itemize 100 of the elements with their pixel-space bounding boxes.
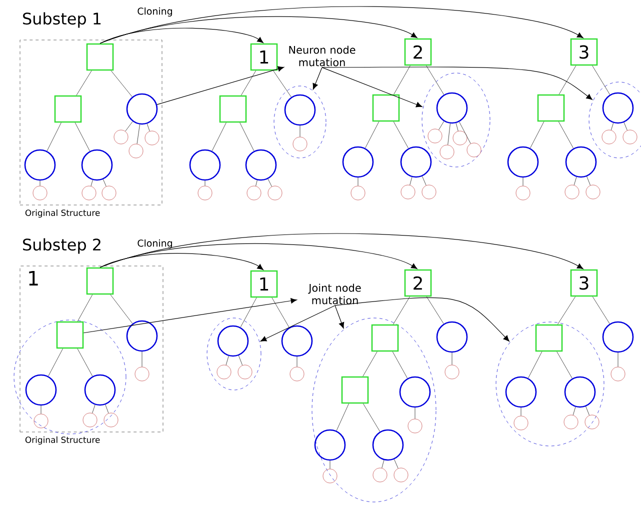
tree-line [256,180,258,186]
tree-line [240,122,254,152]
small-circle-node [466,142,482,158]
numbered-square: 3 [570,269,598,297]
circle-node [565,146,597,178]
tree-line [592,65,610,95]
tree-line [102,179,106,187]
tree-line [46,122,62,152]
small-circle-node [564,414,578,430]
tree-line [586,406,590,416]
circle-node [436,321,468,353]
tree-line [364,121,380,148]
circle-node [505,376,537,408]
tree-line [394,459,398,469]
tree-line [40,405,42,414]
small-circle-node [268,186,282,200]
cloning-arrow [100,233,584,270]
tree-line [624,122,628,131]
circle-node [245,149,277,181]
numbered-square: 2 [404,38,432,66]
small-circle-node [32,186,48,200]
tree-line [336,403,350,431]
small-circle-node [238,364,252,380]
tree-line [456,122,458,132]
square-node [371,324,399,352]
tree-line [204,180,206,186]
tree-line [76,70,92,96]
node-label: Original Structure [25,436,100,445]
small-circle-node [102,186,116,200]
tree-line [226,356,229,366]
small-circle-node [82,186,96,200]
tree-line [572,406,576,416]
small-circle-node [292,136,308,152]
dashed-frame: Original Structure 1 [20,266,164,445]
dashed-ellipse [422,72,490,168]
section-heading: Substep 2 [23,238,100,254]
circle-node [342,146,374,178]
square-node [86,43,114,71]
circle-node [564,376,596,408]
edge-label: Cloning [136,6,174,18]
circle-node [436,92,468,124]
circle-node [126,320,158,352]
circle-node [400,146,432,178]
small-circle-node [144,130,160,146]
tree-line [392,351,408,379]
tree-line [212,122,226,152]
tree-line [414,407,416,419]
mutation-arrow [260,305,336,342]
mutation-arrow [156,66,284,105]
dashed-frame: Original Structure [20,40,162,218]
mutation-arrow [312,67,322,90]
small-circle-node [586,184,600,200]
tree-line [394,65,410,95]
tree-line [146,124,150,132]
tree-line [382,460,384,468]
tree-line [426,296,444,324]
tree-line [522,177,524,186]
tree-line [528,351,542,378]
circle-node [602,92,634,124]
small-circle-node [422,184,436,200]
numbered-square: 3 [570,38,598,66]
circle-node [126,93,158,125]
circle-node [81,149,113,181]
circle-node [189,149,221,181]
square-node [86,267,114,295]
tree-line [530,121,544,148]
small-circle-node [246,186,262,200]
tree-line [556,351,572,379]
small-circle-node [564,184,580,200]
cloning-arrow [100,253,264,270]
small-circle-node [322,468,338,484]
small-circle-node [444,364,460,380]
circle-node [284,94,316,126]
tree-line [110,294,133,324]
annotation-text: Neuron node mutation [289,46,356,66]
dashed-ellipse [206,318,262,390]
dashed-ellipse [496,322,604,446]
small-circle-node [452,130,468,146]
small-circle-node [216,364,232,380]
tree-line [110,70,132,98]
tree-line [520,407,522,416]
small-circle-node [350,186,366,200]
small-circle-node [104,412,118,428]
circle-node [24,149,56,181]
tree-line [273,70,292,98]
small-circle-node [82,412,98,428]
tree-line [92,404,96,414]
edge-label: Cloning [136,238,174,250]
tree-line [268,178,272,187]
tree-line [574,176,577,186]
tree-line [362,351,378,377]
small-circle-node [34,414,48,428]
dashed-ellipse [14,320,126,434]
tree-line [592,296,610,324]
tree-line [77,348,93,376]
square-node [535,324,563,352]
tree-line [362,403,380,432]
tree-line [558,121,574,149]
mutation-arrow [322,66,593,100]
square-node [219,95,247,123]
